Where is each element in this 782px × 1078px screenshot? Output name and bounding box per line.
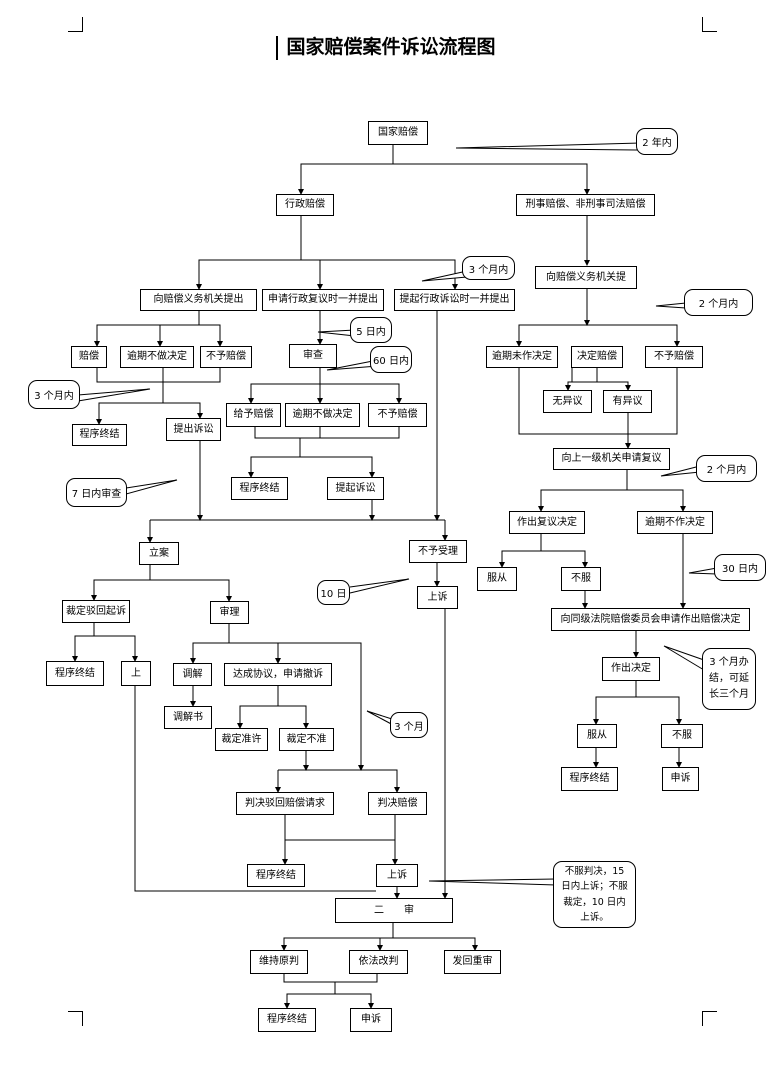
node-end-6: 程序终结 (258, 1008, 316, 1032)
text-cursor (276, 36, 278, 60)
node-file-lawsuit: 提出诉讼 (166, 418, 221, 441)
node-apply-obligor-criminal: 向赔偿义务机关提 (535, 266, 637, 289)
node-amend: 依法改判 (349, 950, 408, 974)
node-apply-obligor: 向赔偿义务机关提出 (140, 289, 257, 311)
node-reject-ruling: 裁定不准 (279, 728, 334, 751)
callout-60-days: 60 日内 (370, 346, 412, 373)
node-administrative-compensation: 行政赔偿 (276, 194, 334, 216)
node-bring-lawsuit: 提起诉讼 (327, 477, 384, 500)
node-refuse-1: 不予赔偿 (200, 346, 252, 368)
node-with-reconsideration: 申请行政复议时一并提出 (262, 289, 384, 311)
node-no-objection: 无异议 (543, 390, 592, 413)
callout-3-months-extend: 3 个月办结，可延长三个月 (702, 648, 756, 710)
node-overdue-criminal: 逾期未作决定 (486, 346, 558, 368)
node-criminal-compensation: 刑事赔偿、非刑事司法赔偿 (516, 194, 655, 216)
node-with-lawsuit: 提起行政诉讼时一并提出 (394, 289, 515, 311)
node-higher-reconsideration: 向上一级机关申请复议 (553, 448, 670, 470)
node-end-3: 程序终结 (46, 661, 104, 686)
node-end-5: 程序终结 (247, 864, 305, 887)
node-disagree-1: 不服 (561, 567, 601, 591)
callout-3-months-1: 3 个月内 (462, 256, 515, 280)
node-overdue-1: 逾期不做决定 (120, 346, 194, 368)
node-remand: 发回重审 (444, 950, 501, 974)
node-decide-compensation: 决定赔偿 (571, 346, 623, 368)
node-appeal-2: 上诉 (376, 864, 418, 887)
node-apply-committee: 向同级法院赔偿委员会申请作出赔偿决定 (551, 608, 750, 631)
callout-appeal-deadline: 不服判决，15 日内上诉；不服裁定，10 日内上诉。 (553, 861, 636, 928)
node-petition-1: 申诉 (662, 767, 699, 791)
node-up: 上 (121, 661, 151, 686)
node-agreement-withdraw: 达成协议，申请撤诉 (224, 663, 332, 686)
corner-mark-bottom-right (702, 1011, 717, 1026)
callout-2-years: 2 年内 (636, 128, 678, 155)
node-end-2: 程序终结 (231, 477, 288, 500)
node-second-instance: 二 审 (335, 898, 453, 923)
node-grant-compensation: 给予赔偿 (226, 403, 281, 427)
node-reconsideration-decision: 作出复议决定 (509, 511, 585, 534)
node-comply-1: 服从 (477, 567, 517, 591)
callout-7-days-review: 7 日内审查 (66, 478, 127, 507)
node-judgment-reject: 判决驳回赔偿请求 (236, 792, 334, 815)
node-make-decision: 作出决定 (602, 657, 660, 681)
node-compensate-1: 赔偿 (71, 346, 107, 368)
node-trial: 审理 (210, 601, 249, 624)
corner-mark-top-right (702, 17, 717, 32)
node-end-4: 程序终结 (561, 767, 618, 791)
node-judgment-compensate: 判决赔偿 (368, 792, 427, 815)
node-dismiss-lawsuit: 裁定驳回起诉 (62, 600, 130, 623)
node-uphold: 维持原判 (250, 950, 308, 974)
callout-30-days: 30 日内 (714, 554, 766, 581)
node-review-1: 审查 (289, 344, 337, 368)
callout-10-days: 10 日 (317, 580, 350, 605)
callout-2-months-2: 2 个月内 (696, 455, 757, 482)
node-state-compensation: 国家赔偿 (368, 121, 428, 145)
callout-3-months-3: 3 个月 (390, 712, 428, 738)
node-mediation-letter: 调解书 (164, 706, 212, 729)
node-end-1: 程序终结 (72, 424, 127, 446)
node-case-filed: 立案 (139, 542, 179, 565)
corner-mark-bottom-left (68, 1011, 83, 1026)
corner-mark-top-left (68, 17, 83, 32)
node-overdue-decision: 逾期不作决定 (637, 511, 713, 534)
node-mediation: 调解 (173, 663, 212, 686)
node-refuse-2: 不予赔偿 (368, 403, 427, 427)
callout-5-days: 5 日内 (350, 317, 392, 343)
node-comply-2: 服从 (577, 724, 617, 748)
node-approve-ruling: 裁定准许 (215, 728, 268, 751)
node-refuse-criminal: 不予赔偿 (645, 346, 703, 368)
node-disagree-2: 不服 (661, 724, 703, 748)
node-petition-2: 申诉 (350, 1008, 392, 1032)
callout-3-months-2: 3 个月内 (28, 380, 80, 409)
callout-2-months-1: 2 个月内 (684, 289, 753, 316)
page-title: 国家赔偿案件诉讼流程图 (286, 36, 496, 58)
node-overdue-2: 逾期不做决定 (285, 403, 360, 427)
node-appeal-1: 上诉 (417, 586, 458, 609)
node-not-accepted: 不予受理 (409, 540, 467, 563)
node-objection: 有异议 (603, 390, 652, 413)
